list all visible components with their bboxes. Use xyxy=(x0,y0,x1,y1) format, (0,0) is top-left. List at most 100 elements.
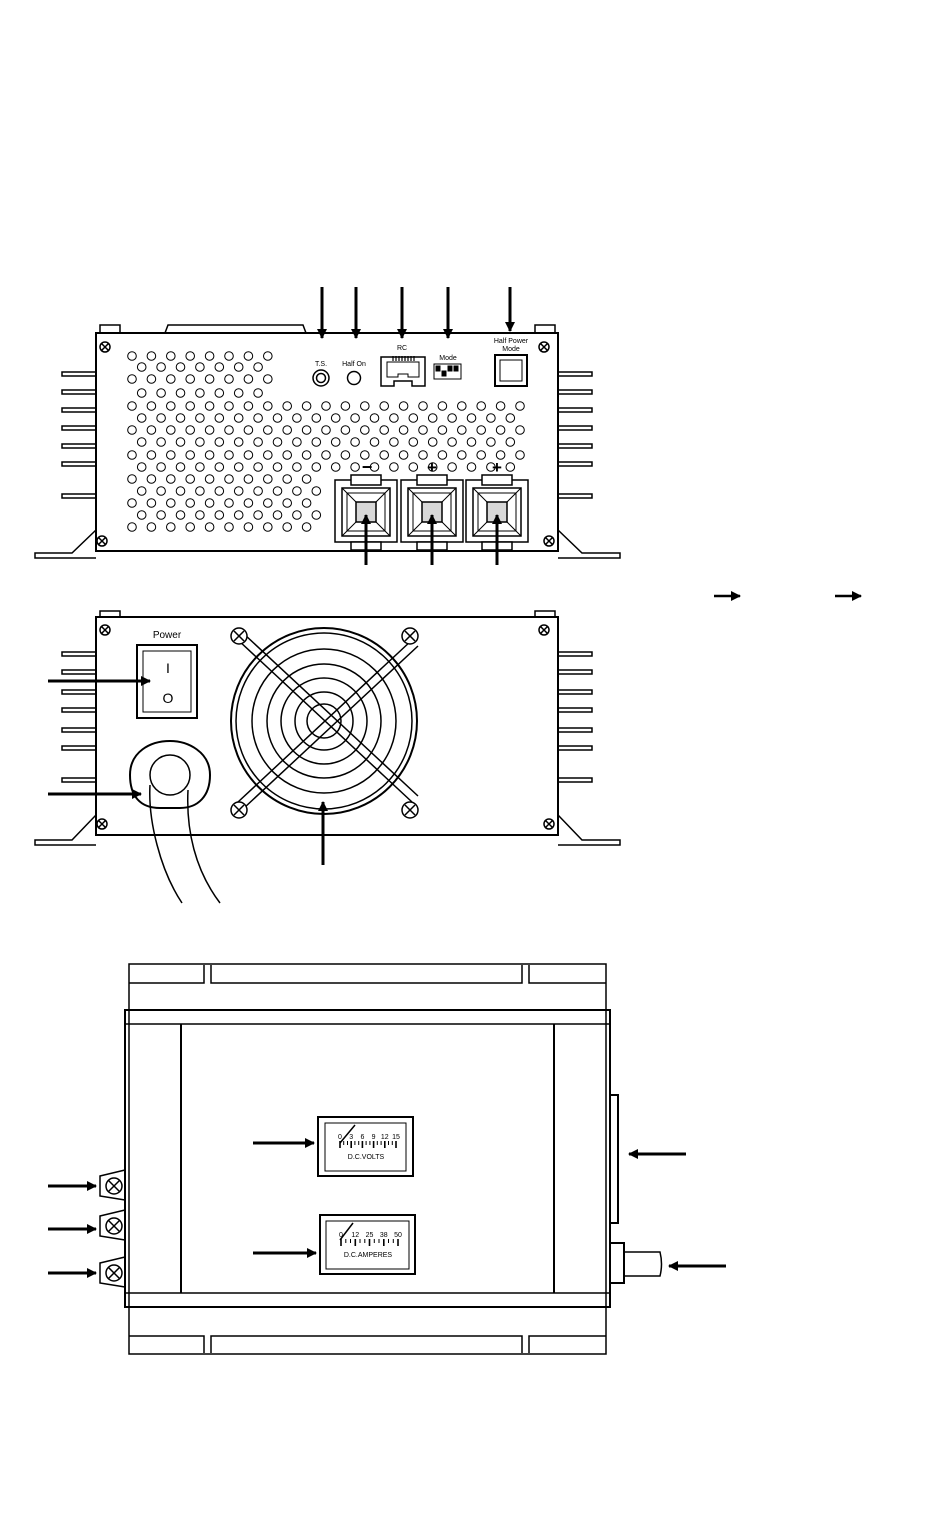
vent-hole xyxy=(176,389,185,398)
vent-hole xyxy=(225,426,234,435)
vent-hole xyxy=(370,414,379,423)
vent-hole xyxy=(147,352,156,361)
dc-amps-meter xyxy=(320,1215,415,1274)
vent-hole xyxy=(399,451,408,460)
vent-hole xyxy=(380,426,389,435)
vent-hole xyxy=(516,402,525,411)
rear-panel-view xyxy=(35,611,620,903)
vent-hole xyxy=(409,438,418,447)
switch-off-symbol: O xyxy=(163,690,174,706)
vent-hole xyxy=(176,414,185,423)
vent-hole xyxy=(234,414,243,423)
vent-hole xyxy=(147,426,156,435)
vent-hole xyxy=(264,402,273,411)
vent-hole xyxy=(254,363,263,372)
vent-hole xyxy=(341,402,350,411)
vent-hole xyxy=(147,475,156,484)
vent-hole xyxy=(186,402,195,411)
meter-scale-label: 12 xyxy=(381,1134,389,1141)
vent-hole xyxy=(409,463,418,472)
vent-hole xyxy=(157,511,166,520)
vent-hole xyxy=(264,426,273,435)
meter-scale-label: 0 xyxy=(339,1232,343,1239)
vent-hole xyxy=(264,475,273,484)
vent-hole xyxy=(331,414,340,423)
vent-hole xyxy=(506,463,515,472)
left-heatsink-fins xyxy=(35,372,96,558)
vent-hole xyxy=(157,463,166,472)
vent-hole xyxy=(205,402,214,411)
vent-hole xyxy=(390,438,399,447)
rc-port[interactable] xyxy=(381,356,425,386)
mode-dip-switch[interactable] xyxy=(434,364,461,379)
vent-hole xyxy=(205,426,214,435)
vent-hole xyxy=(273,438,282,447)
vent-hole xyxy=(215,463,224,472)
vent-hole xyxy=(225,375,234,384)
vent-hole xyxy=(312,487,321,496)
rear-panel-screws xyxy=(97,625,554,829)
vent-hole xyxy=(477,402,486,411)
vent-hole xyxy=(215,511,224,520)
vent-hole xyxy=(322,426,331,435)
vent-hole xyxy=(167,426,176,435)
vent-hole xyxy=(137,414,146,423)
vent-hole xyxy=(176,511,185,520)
vent-hole xyxy=(186,375,195,384)
vent-hole xyxy=(293,463,302,472)
vent-hole xyxy=(273,487,282,496)
vent-hole xyxy=(428,414,437,423)
vent-hole xyxy=(477,426,486,435)
vent-hole xyxy=(283,451,292,460)
vent-hole xyxy=(244,451,253,460)
vent-hole xyxy=(196,414,205,423)
vent-hole xyxy=(361,426,370,435)
half-power-label-line2: Mode xyxy=(502,346,520,353)
vent-hole xyxy=(273,511,282,520)
vent-hole xyxy=(293,414,302,423)
dc-output-cable xyxy=(610,1243,662,1283)
vent-hole xyxy=(225,523,234,532)
meter-scale-label: 6 xyxy=(360,1134,364,1141)
vent-hole xyxy=(234,363,243,372)
dc-volts-meter xyxy=(318,1117,413,1176)
vent-hole xyxy=(448,438,457,447)
vent-hole xyxy=(302,451,311,460)
vent-hole xyxy=(506,414,515,423)
vent-hole xyxy=(264,352,273,361)
vent-hole xyxy=(196,363,205,372)
vent-hole xyxy=(254,463,263,472)
vent-hole xyxy=(506,438,515,447)
vent-hole xyxy=(157,438,166,447)
vent-hole xyxy=(215,487,224,496)
vent-hole xyxy=(399,426,408,435)
vent-hole xyxy=(234,389,243,398)
vent-hole xyxy=(516,451,525,460)
vent-hole xyxy=(264,499,273,508)
half-power-mode-button[interactable] xyxy=(495,355,527,386)
vent-hole xyxy=(128,523,137,532)
vent-hole xyxy=(458,402,467,411)
vent-hole xyxy=(419,426,428,435)
temperature-sensor-jack[interactable] xyxy=(313,370,329,386)
vent-hole xyxy=(186,523,195,532)
vent-hole xyxy=(176,463,185,472)
vent-hole xyxy=(361,402,370,411)
vent-hole xyxy=(254,511,263,520)
vent-hole xyxy=(137,363,146,372)
terminal-positive-label-2: + xyxy=(492,458,502,477)
vent-hole xyxy=(312,414,321,423)
vent-hole xyxy=(312,463,321,472)
rc-label: RC xyxy=(397,345,407,352)
dc-amps-label: D.C.AMPERES xyxy=(344,1252,393,1259)
vent-hole xyxy=(205,475,214,484)
half-power-label-line1: Half Power xyxy=(494,338,529,345)
vent-hole xyxy=(225,402,234,411)
vent-hole xyxy=(186,426,195,435)
terminal-positive-label-1: + xyxy=(427,458,437,477)
vent-hole xyxy=(225,352,234,361)
vent-hole xyxy=(167,499,176,508)
meter-scale-label: 15 xyxy=(392,1134,400,1141)
vent-hole xyxy=(244,475,253,484)
vent-hole xyxy=(137,487,146,496)
